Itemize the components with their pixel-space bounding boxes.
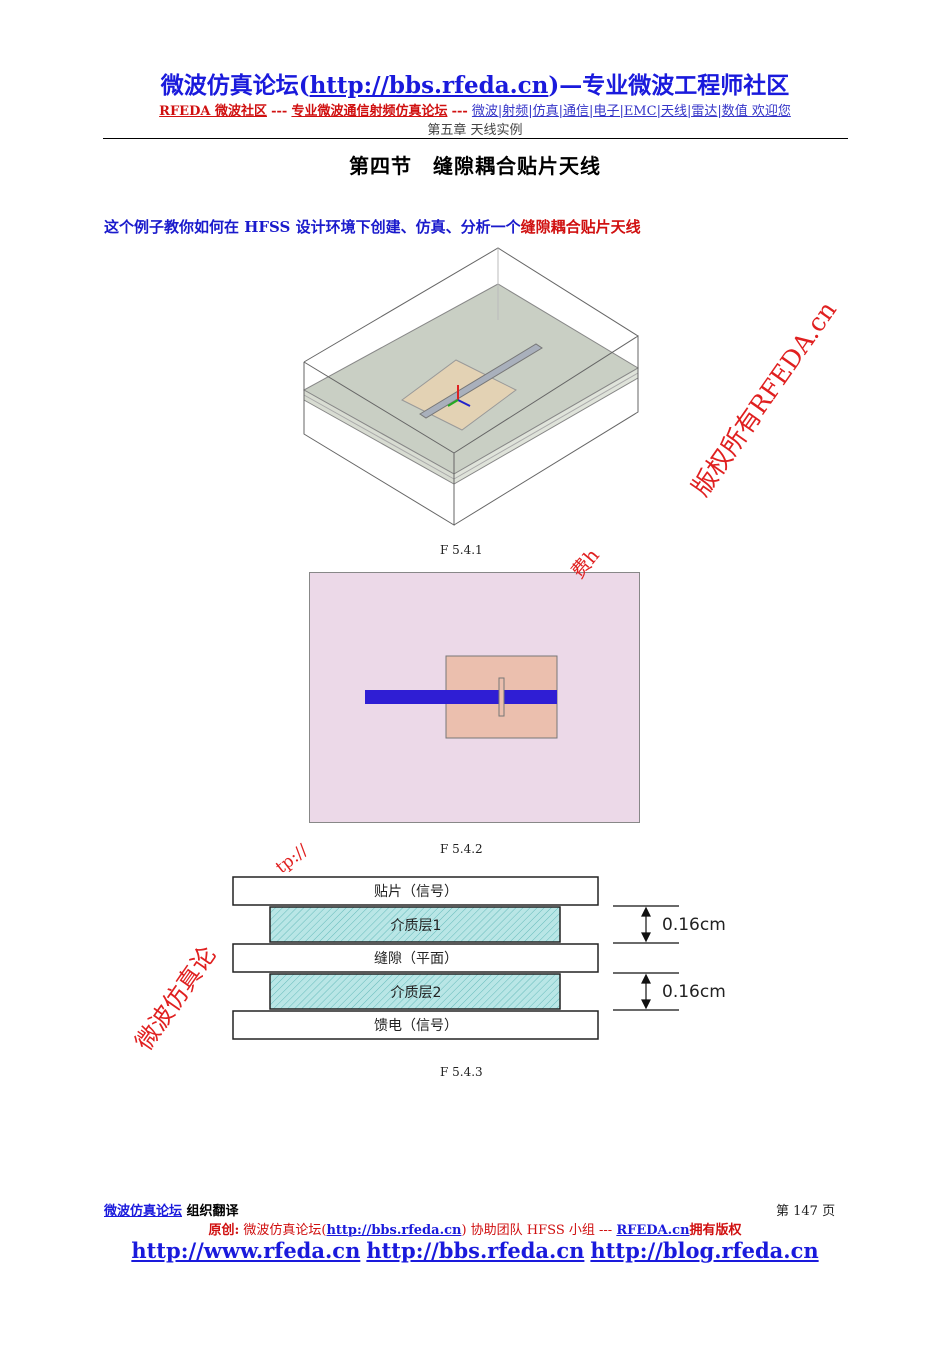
- figure-3-caption: F 5.4.3: [440, 1065, 483, 1079]
- header-subtitle: RFEDA 微波社区 --- 专业微波通信射频仿真论坛 --- 微波|射频|仿真…: [0, 100, 950, 119]
- page-number: 第 147 页: [776, 1204, 836, 1219]
- header-title-pre: 微波仿真论坛(: [160, 72, 310, 99]
- figure-2-caption: F 5.4.2: [440, 842, 483, 856]
- dimension-arrows: [613, 905, 679, 1011]
- label-dielectric-2: 介质层2: [391, 985, 442, 1001]
- credit-rights: 拥有版权: [689, 1223, 742, 1238]
- footer-org-suffix: 组织翻译: [186, 1204, 239, 1219]
- thickness-1-label: 0.16cm: [662, 915, 726, 935]
- credit-site-link[interactable]: RFEDA.cn: [616, 1223, 690, 1238]
- footer-link-blog[interactable]: http://blog.rfeda.cn: [590, 1238, 819, 1263]
- layer-dielectric-2: [269, 973, 561, 1010]
- footer-org-link[interactable]: 微波仿真论坛: [104, 1204, 183, 1219]
- layer-dielectric-1: [269, 906, 561, 943]
- feed-line-top-view: [365, 690, 557, 704]
- header-sub-rfeda-link[interactable]: RFEDA 微波社区: [159, 104, 267, 119]
- credit-url-link[interactable]: http://bbs.rfeda.cn: [326, 1223, 462, 1238]
- footer-link-www[interactable]: http://www.rfeda.cn: [131, 1238, 361, 1263]
- intro-highlight: 缝隙耦合贴片天线: [520, 218, 641, 236]
- label-dielectric-1: 介质层1: [391, 918, 442, 934]
- section-title: 第四节 缝隙耦合贴片天线: [349, 154, 601, 178]
- chapter-label: 第五章 天线实例: [427, 123, 523, 138]
- header-sub-topics-link[interactable]: 微波|射频|仿真|通信|电子|EMC|天线|雷达|数值 欢迎您: [471, 104, 791, 119]
- header-sub-forum-link[interactable]: 专业微波通信射频仿真论坛: [291, 104, 448, 119]
- watermark-copyright: 版权所有RFEDA.cn: [686, 295, 843, 502]
- layer-slot: [232, 943, 599, 973]
- label-patch: 贴片（信号）: [374, 884, 458, 900]
- figure-3d-model: [302, 247, 639, 526]
- footer-link-bbs[interactable]: http://bbs.rfeda.cn: [366, 1238, 585, 1263]
- header-title-link[interactable]: http://bbs.rfeda.cn: [309, 72, 549, 99]
- header-sub-sep2: ---: [451, 104, 468, 119]
- credit-label: 原创:: [208, 1223, 240, 1238]
- watermark-forum: 微波仿真论: [129, 941, 222, 1056]
- header-title: 微波仿真论坛(http://bbs.rfeda.cn)—专业微波工程师社区: [0, 66, 950, 100]
- layer-feed: [232, 1010, 599, 1040]
- header-title-post: )—专业微波工程师社区: [548, 72, 790, 99]
- label-feed: 馈电（信号）: [374, 1018, 458, 1034]
- airbox-right-face: [453, 335, 639, 526]
- figure-top-view: [309, 572, 640, 823]
- figure-1-caption: F 5.4.1: [440, 543, 483, 557]
- figure-layer-stack: 贴片（信号） 介质层1 缝隙（平面） 介质层2 馈电（信号） 0.16cm 0.…: [232, 876, 726, 1040]
- header-rule: [103, 138, 848, 139]
- thickness-2-label: 0.16cm: [662, 982, 726, 1002]
- intro-text: 这个例子教你如何在 HFSS 设计环境下创建、仿真、分析一个缝隙耦合贴片天线: [104, 216, 641, 237]
- slot-top-view: [498, 677, 505, 717]
- credit-mid: ) 协助团队 HFSS 小组 ---: [461, 1223, 613, 1238]
- credit-forum: 微波仿真论坛(: [243, 1223, 327, 1238]
- header-sub-sep1: ---: [271, 104, 288, 119]
- feed-line-3d: [419, 343, 543, 419]
- layer-patch: [232, 876, 599, 906]
- label-slot: 缝隙（平面）: [374, 951, 458, 967]
- footer-org: 微波仿真论坛 组织翻译: [104, 1200, 239, 1219]
- intro-body: 这个例子教你如何在 HFSS 设计环境下创建、仿真、分析一个: [104, 218, 521, 236]
- footer-credit: 原创: 微波仿真论坛(http://bbs.rfeda.cn) 协助团队 HFS…: [0, 1219, 950, 1238]
